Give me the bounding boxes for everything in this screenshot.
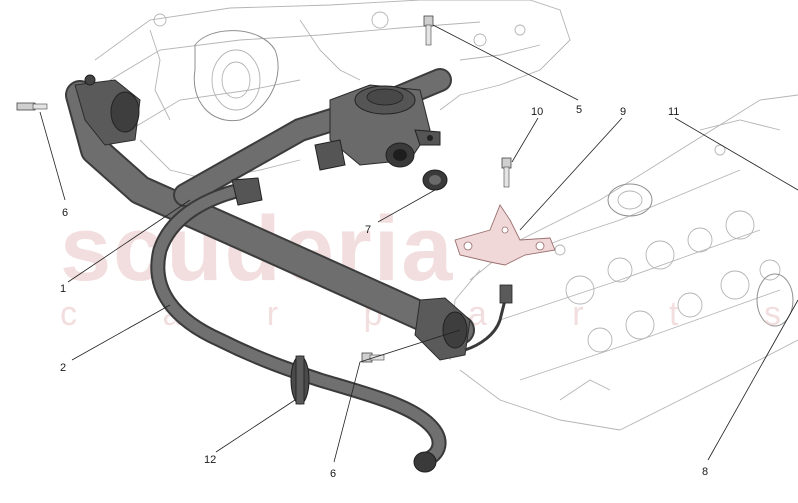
bolt-10 [501,157,512,188]
callout-7: 7 [365,224,371,236]
callout-2: 2 [60,362,66,374]
bolt-6-lower [361,352,385,363]
bolt-5 [423,15,434,46]
callout-10: 10 [531,106,543,118]
engine-block-right [449,94,798,431]
callout-1: 1 [60,283,66,295]
bolt-6-upper [16,102,48,111]
grommet-7 [422,169,448,191]
corrugated-hose [150,177,447,473]
callout-6-upper: 6 [62,207,68,219]
callout-8: 8 [702,466,708,478]
hose-clamp [290,355,310,405]
callout-5: 5 [576,104,582,116]
callout-9: 9 [620,106,626,118]
bracket-9 [454,204,556,266]
leader-lines [39,24,798,463]
engine-block-upper [89,0,571,216]
sensor-cable [464,284,513,352]
callout-labels: 5 6 10 9 11 7 1 2 12 6 8 [60,104,708,480]
callout-12: 12 [204,454,216,466]
callout-11: 11 [668,106,679,118]
callout-6-lower: 6 [330,468,336,480]
oil-separator-valve [314,84,441,171]
